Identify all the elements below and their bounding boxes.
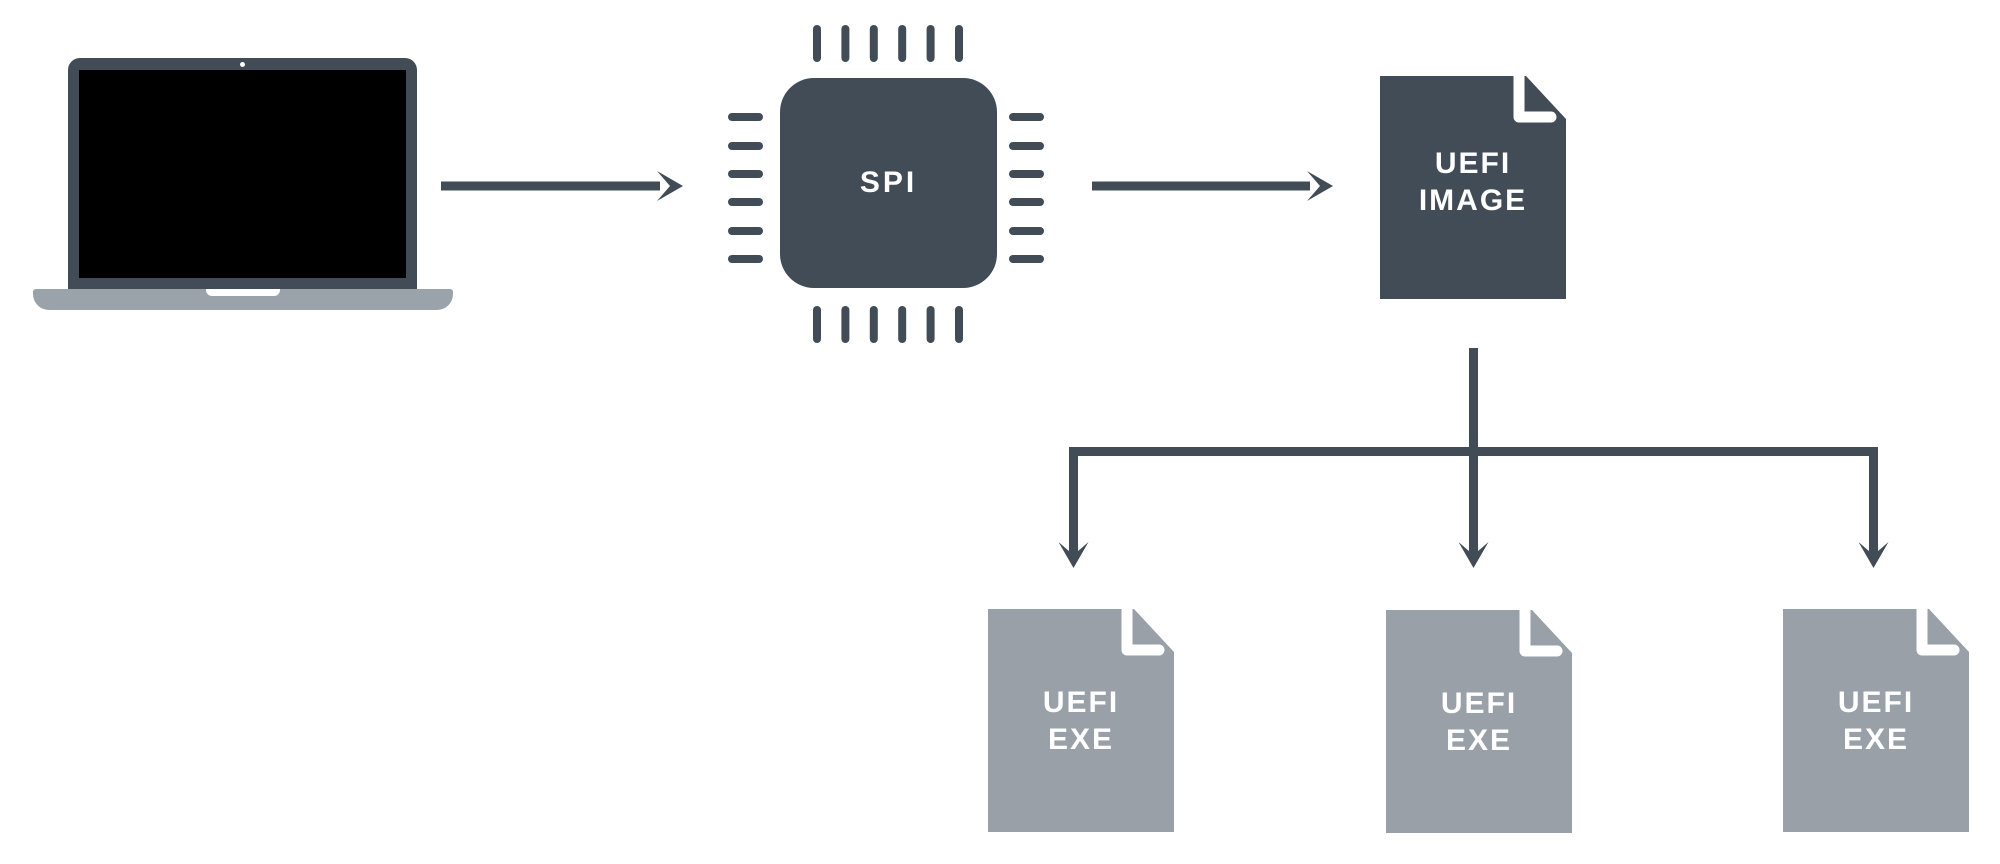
folded-corner-icon — [1121, 609, 1165, 656]
arrowhead-down-icon — [1858, 542, 1889, 568]
file-icon — [1380, 76, 1566, 299]
folded-corner-icon — [1519, 610, 1563, 657]
arrow-laptop-to-spi — [441, 171, 683, 201]
file-icon — [988, 609, 1174, 832]
uefi-exe-label: UEFI EXE — [1783, 609, 1969, 832]
file-icon — [1386, 610, 1572, 833]
laptop-icon — [33, 58, 453, 310]
uefi-exe-label-line2: EXE — [1047, 722, 1115, 756]
uefi-exe-label-line1: UEFI — [1042, 685, 1120, 719]
arrowhead-right-icon — [657, 171, 683, 201]
folded-corner-icon — [1916, 609, 1960, 656]
laptop-screen — [79, 70, 406, 278]
laptop-camera-dot — [240, 62, 245, 67]
microchip-icon — [728, 25, 1044, 343]
uefi-image-node: UEFI IMAGE — [1380, 76, 1566, 299]
file-icon — [1783, 609, 1969, 832]
laptop-base — [33, 289, 453, 310]
uefi-exe-label-line1: UEFI — [1440, 686, 1518, 720]
folded-corner-icon — [1513, 76, 1557, 123]
uefi-exe-label-line2: EXE — [1445, 723, 1513, 757]
uefi-image-label-line2: IMAGE — [1418, 183, 1528, 217]
uefi-exe-label: UEFI EXE — [988, 609, 1174, 832]
uefi-image-label: UEFI IMAGE — [1380, 76, 1566, 299]
uefi-exe-label-line1: UEFI — [1837, 685, 1915, 719]
spi-chip-label: SPI — [859, 166, 918, 199]
branch-tree — [1058, 348, 1889, 568]
uefi-image-label-line1: UEFI — [1434, 146, 1512, 180]
arrowhead-down-icon — [1058, 542, 1089, 568]
laptop-base-notch — [206, 289, 280, 296]
uefi-exe-label-line2: EXE — [1842, 722, 1910, 756]
uefi-exe-label: UEFI EXE — [1386, 610, 1572, 833]
uefi-exe-node-3: UEFI EXE — [1783, 609, 1969, 832]
uefi-exe-node-1: UEFI EXE — [988, 609, 1174, 832]
spi-chip-node: SPI — [724, 21, 1052, 347]
arrow-spi-to-uefi-image — [1092, 171, 1333, 201]
arrowhead-down-icon — [1458, 542, 1489, 568]
laptop-screen-frame — [68, 58, 417, 289]
arrowhead-right-icon — [1307, 171, 1333, 201]
uefi-exe-node-2: UEFI EXE — [1386, 610, 1572, 833]
